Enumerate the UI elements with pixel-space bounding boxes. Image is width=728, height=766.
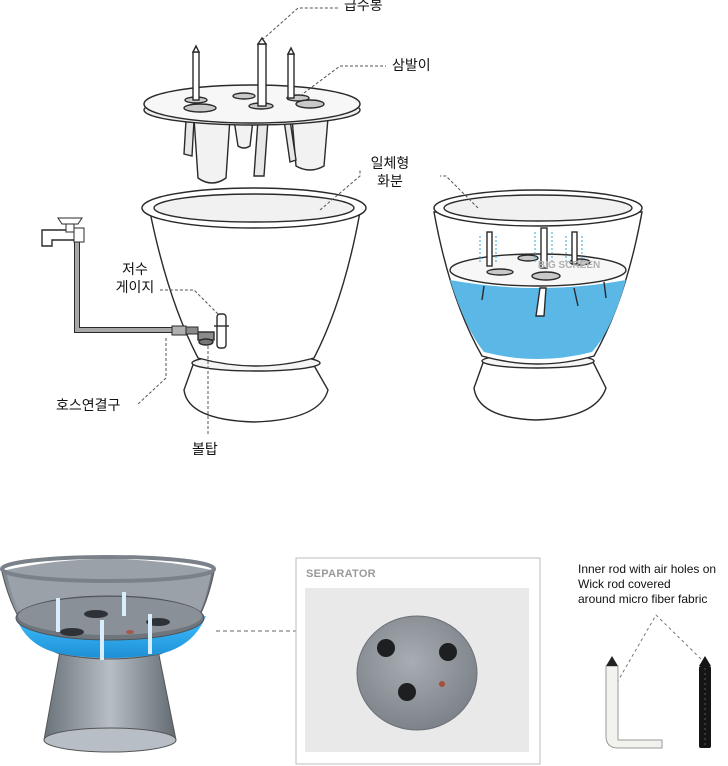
label-hose: 호스연결구 (56, 398, 121, 414)
leader-lines (137, 7, 479, 436)
rods-illustration (605, 614, 711, 749)
label-gauge-line2: 게이지 (115, 280, 155, 296)
pot-photo-render (0, 555, 216, 753)
label-ball-valve: 볼탑 (192, 442, 218, 458)
rods-description-line3: around micro fiber fabric (578, 592, 708, 606)
rods-description-line2: Wick rod covered (578, 577, 671, 591)
rods-description-line1: Inner rod with air holes on (578, 562, 717, 576)
separator-title: SEPARATOR (306, 568, 376, 580)
label-pot-line2: 화분 (377, 174, 403, 190)
watermark: BIG SCREEN (538, 260, 601, 271)
separator-panel (295, 557, 541, 765)
hose-and-faucet (41, 217, 199, 336)
pot-right-assembled (433, 189, 643, 421)
pot-left (141, 187, 367, 423)
label-gauge-line1: 저수 (122, 262, 148, 278)
separator-plate-exploded (143, 36, 361, 184)
label-wick: 삼발이 (392, 58, 431, 74)
label-water-pipe: 급수봉 (344, 0, 383, 14)
label-pot-line1: 일체형 (370, 156, 410, 172)
